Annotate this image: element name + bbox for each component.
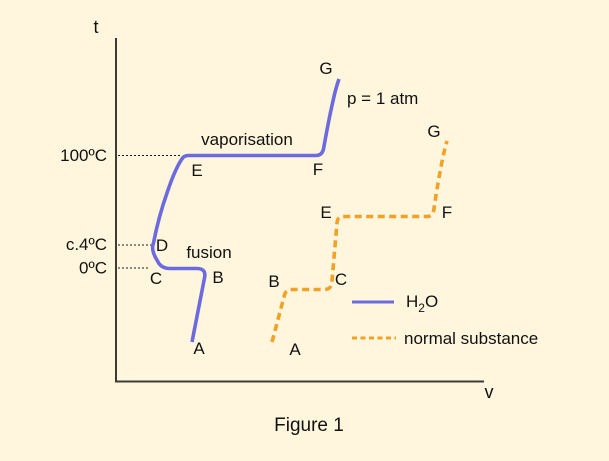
normal-point-g: G (427, 122, 440, 141)
normal-point-e: E (320, 203, 331, 222)
normal-substance-curve (270, 140, 449, 343)
h2o-point-e: E (191, 161, 202, 180)
tick-c4c: c.4ºC (66, 235, 107, 254)
vaporisation-label: vaporisation (201, 130, 293, 149)
x-axis-title: v (485, 382, 494, 402)
y-axis-title: t (93, 17, 98, 37)
normal-point-a: A (289, 340, 301, 359)
legend: H2O normal substance (352, 292, 538, 348)
normal-point-f: F (442, 203, 452, 222)
legend-normal-label: normal substance (404, 329, 538, 348)
normal-point-b: B (268, 272, 279, 291)
h2o-point-a: A (193, 339, 205, 358)
h2o-point-b: B (212, 268, 223, 287)
legend-h2o-label: H2O (406, 292, 438, 315)
h2o-point-d: D (156, 236, 168, 255)
h2o-point-g: G (319, 59, 332, 78)
fusion-label: fusion (186, 243, 231, 262)
normal-point-c: C (335, 270, 347, 289)
h2o-point-c: C (150, 269, 162, 288)
tick-0c: 0ºC (79, 259, 107, 278)
h2o-point-f: F (313, 160, 323, 179)
h2o-curve (150, 78, 341, 343)
pressure-label: p = 1 atm (347, 89, 418, 108)
tick-100c: 100ºC (60, 146, 107, 165)
figure-caption: Figure 1 (274, 415, 344, 436)
